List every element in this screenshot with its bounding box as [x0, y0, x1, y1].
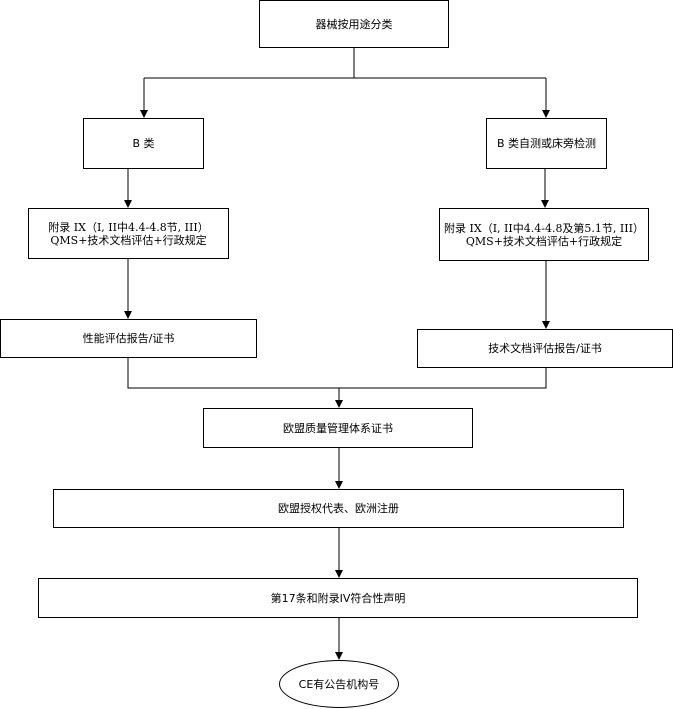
node-root-label: 器械按用途分类 [315, 17, 393, 31]
node-eu-rep-label: 欧盟授权代表、欧洲注册 [278, 502, 399, 515]
node-annex-right-line2: QMS+技术文档评估+行政规定 [465, 234, 623, 248]
node-root: 器械按用途分类 [259, 0, 449, 48]
node-tech-report: 技术文档评估报告/证书 [417, 329, 673, 368]
node-annex-left: 附录 IX（I, II中4.4-4.8节, III） QMS+技术文档评估+行政… [28, 208, 229, 259]
node-class-b: B 类 [83, 118, 204, 169]
node-ce-label: CE有公告机构号 [298, 677, 380, 691]
node-annex-right-line1: 附录 IX（I, II中4.4-4.8及第5.1节, III） [444, 221, 644, 235]
connector-merge [127, 358, 547, 389]
node-class-b-self-label: B 类自测或床旁检测 [496, 137, 597, 150]
node-eu-rep: 欧盟授权代表、欧洲注册 [53, 489, 624, 528]
node-tech-report-label: 技术文档评估报告/证书 [488, 342, 602, 355]
node-annex-left-line2: QMS+技术文档评估+行政规定 [50, 233, 207, 247]
node-eu-qms: 欧盟质量管理体系证书 [203, 408, 473, 448]
node-declaration-label: 第17条和附录IV符合性声明 [270, 591, 406, 605]
node-perf-report-label: 性能评估报告/证书 [82, 332, 175, 345]
node-eu-qms-label: 欧盟质量管理体系证书 [283, 421, 393, 435]
node-annex-left-line1: 附录 IX（I, II中4.4-4.8节, III） [48, 220, 209, 234]
node-declaration: 第17条和附录IV符合性声明 [38, 578, 638, 618]
node-perf-report: 性能评估报告/证书 [0, 319, 257, 358]
node-annex-right: 附录 IX（I, II中4.4-4.8及第5.1节, III） QMS+技术文档… [439, 208, 649, 261]
node-class-b-self: B 类自测或床旁检测 [486, 118, 607, 169]
node-class-b-label: B 类 [132, 137, 155, 150]
node-ce: CE有公告机构号 [279, 660, 399, 708]
